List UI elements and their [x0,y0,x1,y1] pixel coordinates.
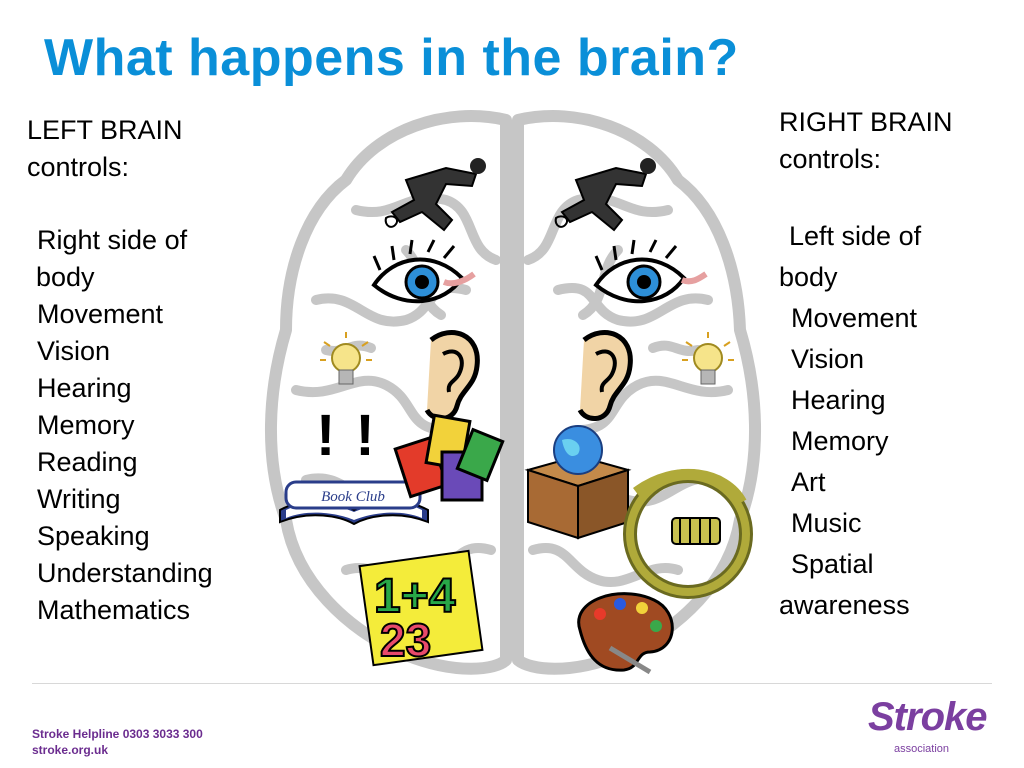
right-heading-line2: controls: [779,144,882,174]
list-item: Writing [37,484,121,514]
svg-text:1+4: 1+4 [374,570,456,623]
list-item: Hearing [791,385,886,415]
book-club-icon: Book Club [279,480,429,526]
brain-svg: Book Club 1+4 23 [264,110,762,675]
list-item: Left side of [789,221,922,251]
list-item: Hearing [37,373,132,403]
lightbulb-icon [682,332,734,385]
left-heading-line2: controls: [27,152,130,182]
book-club-label: Book Club [321,489,385,505]
list-item: Art [791,467,826,497]
paint-palette-icon [577,592,674,675]
running-man-icon [554,158,656,232]
eye-icon [593,239,708,304]
left-brain-panel: LEFT BRAIN controls: Right side of body … [27,112,267,629]
right-brain-panel: RIGHT BRAIN controls: Left side of body … [779,104,1019,626]
list-item: Vision [791,344,865,374]
logo-wordmark: Stroke [868,695,987,739]
brain-illustration: Book Club 1+4 23 [256,100,776,680]
list-item: Right side of [37,225,188,255]
page-title: What happens in the brain? [44,29,739,87]
list-item: Spatial [791,549,874,579]
stroke-association-logo: Stroke association [864,695,994,761]
logo-subtitle: association [894,743,950,755]
list-item: Music [791,508,862,538]
list-item: Memory [37,410,135,440]
french-horn-icon [623,468,753,599]
list-item: Speaking [37,521,150,551]
website-link[interactable]: stroke.org.uk [32,743,109,757]
list-item: Vision [37,336,111,366]
right-function-list: Left side of body Movement Vision Hearin… [779,216,1019,626]
list-item: Memory [791,426,889,456]
eye-icon [371,239,476,304]
box-globe-icon [524,425,632,540]
left-function-list: Right side of body Movement Vision Heari… [27,222,267,629]
right-heading-line1: RIGHT BRAIN [779,107,953,137]
ear-icon [577,330,633,421]
list-item: Movement [37,299,164,329]
list-item: Reading [37,447,138,477]
lightbulb-icon [320,332,372,385]
exclamation-marks: ! ! [316,403,377,468]
footer-divider [32,683,992,684]
list-item: Understanding [37,558,213,588]
running-man-icon [384,158,486,232]
abc-letters-icon [393,413,505,502]
svg-text:23: 23 [380,614,431,666]
footer-contact: Stroke Helpline 0303 3033 300 stroke.org… [32,726,203,758]
list-item: body [36,262,95,292]
list-item: body [779,262,838,292]
numbers-icon: 1+4 23 [358,549,484,667]
helpline-text: Stroke Helpline 0303 3033 300 [32,727,203,741]
list-item: Movement [791,303,918,333]
list-item: awareness [779,590,910,620]
left-heading-line1: LEFT BRAIN [27,115,183,145]
list-item: Mathematics [37,595,191,625]
